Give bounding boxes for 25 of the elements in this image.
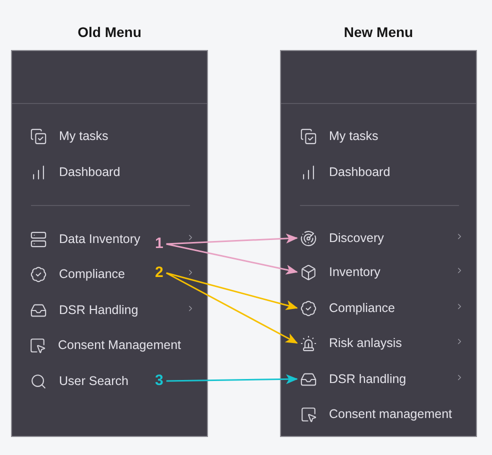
menu-item: Inventory [300, 262, 380, 282]
menu-item: Data Inventory [30, 229, 140, 249]
menu-item: DSR handling [300, 369, 406, 389]
panel-heading: Old Menu [78, 23, 142, 41]
arrow [166, 272, 298, 310]
arrow [166, 374, 298, 384]
menu-item: Consent Management [29, 335, 181, 355]
arrow [166, 243, 298, 275]
panel-heading: New Menu [344, 23, 414, 41]
callout-number: 2 [155, 264, 164, 282]
menu-item: My tasks [300, 126, 378, 146]
menu-item: Compliance [300, 298, 396, 318]
menu-item: Risk anlaysis [300, 333, 402, 353]
callout-number: 3 [155, 372, 164, 390]
arrow [166, 234, 298, 245]
menu-item: Compliance [30, 264, 126, 284]
arrow [166, 272, 298, 344]
menu-item: DSR Handling [30, 300, 138, 320]
menu-item: Consent management [300, 404, 452, 424]
menu-item: Discovery [300, 228, 384, 248]
menu-item: Dashboard [300, 162, 390, 182]
menu-item: Dashboard [30, 162, 120, 182]
menu-item: My tasks [30, 126, 108, 146]
menu-item: User Search [30, 371, 128, 391]
callout-number: 1 [155, 235, 164, 253]
